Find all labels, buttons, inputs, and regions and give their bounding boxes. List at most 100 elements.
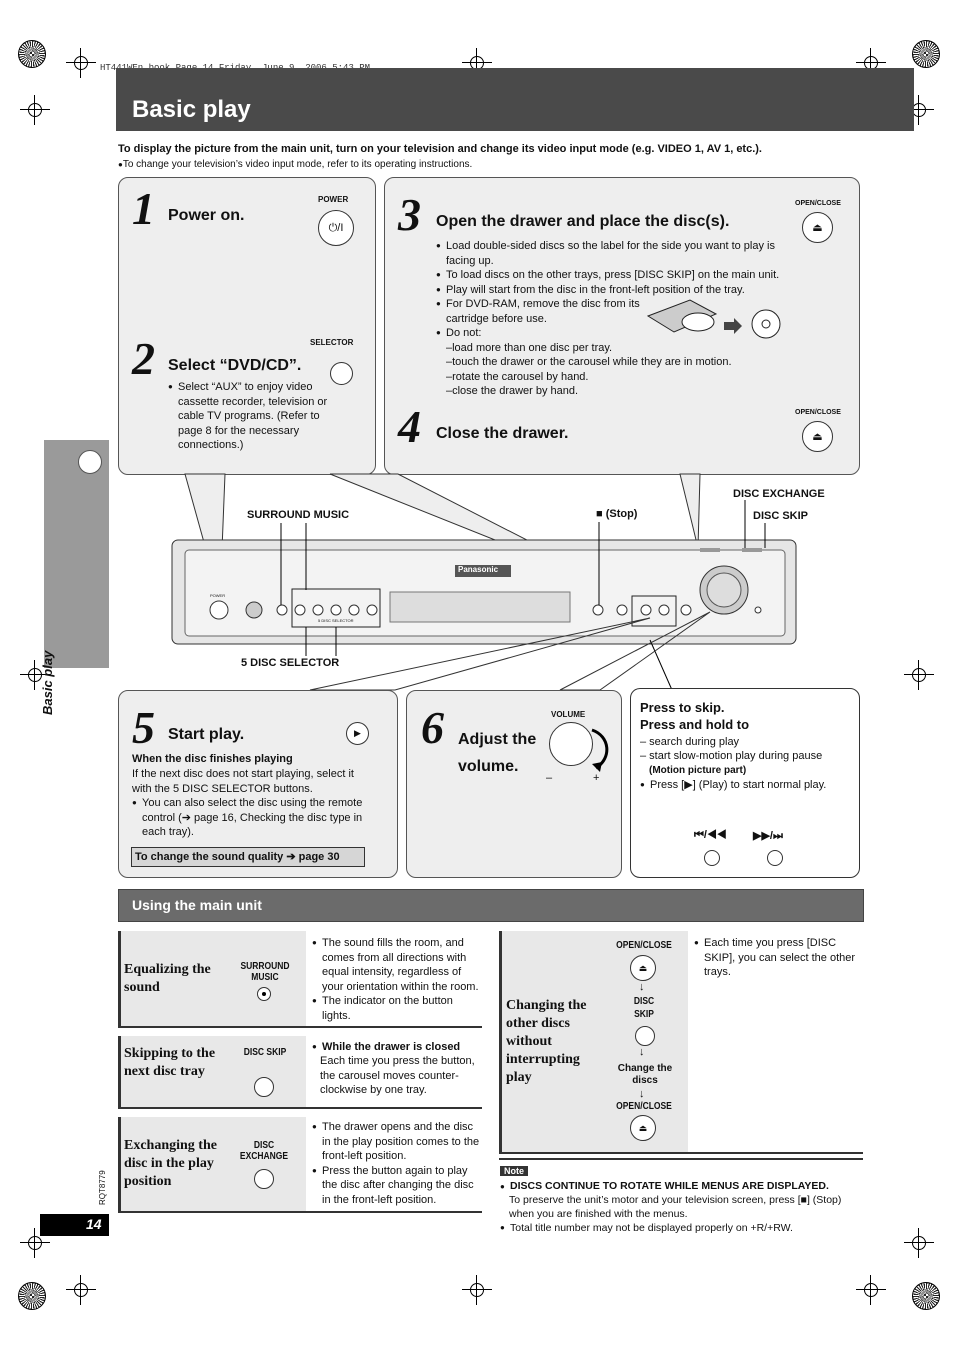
page-number-box: [40, 1214, 109, 1236]
registration-mark: [904, 660, 934, 690]
seq-label: OPEN/CLOSE: [616, 940, 672, 951]
dont-item: –touch the drawer or the carousel while …: [446, 356, 732, 368]
section-bar: [118, 889, 864, 922]
dont-item: –close the drawer by hand.: [446, 385, 579, 397]
open-close-label: OPEN/CLOSE: [795, 409, 841, 416]
skip-back-button[interactable]: [704, 850, 720, 866]
step-1-title: Power on.: [168, 207, 245, 224]
volume-knob[interactable]: [549, 722, 593, 766]
row-bullets: Each time you press [DISC SKIP], you can…: [694, 936, 862, 980]
step-2-bullet: Select “AUX” to enjoy video cassette rec…: [168, 380, 328, 453]
step-1-number: 1: [132, 183, 155, 234]
row-icon-label: SURROUND MUSIC: [240, 961, 290, 983]
step-6-title: Adjust the volume.: [458, 731, 537, 775]
row-text: Each time you press the button, the caro…: [320, 1055, 475, 1096]
note-rule: [499, 1158, 863, 1160]
row-border: [118, 1026, 482, 1028]
volume-label: VOLUME: [551, 710, 586, 719]
disc-icon: [78, 450, 102, 474]
disc-skip-button[interactable]: [254, 1077, 274, 1097]
registration-mark: [462, 1275, 492, 1305]
step-4-number: 4: [398, 401, 421, 452]
disc-skip-label: DISC SKIP: [753, 510, 809, 522]
open-close-button[interactable]: ⏏: [630, 955, 656, 981]
bullet: Do not:: [436, 326, 786, 341]
step-6-box: [406, 690, 622, 878]
row-border: [499, 1152, 863, 1154]
step-3-title: Open the drawer and place the disc(s).: [436, 213, 730, 230]
step-5-box: [118, 690, 398, 878]
step-3-number: 3: [398, 189, 421, 240]
page-number: 14: [86, 1216, 102, 1232]
note-bullets: DISCS CONTINUE TO ROTATE WHILE MENUS ARE…: [500, 1180, 870, 1194]
bullet: Play will start from the disc in the fro…: [436, 283, 786, 298]
surround-music-button[interactable]: [257, 987, 271, 1001]
row-title: Exchanging the disc in the play position: [124, 1138, 217, 1189]
row-title: Equalizing the sound: [124, 962, 211, 995]
stop-label: ■ (Stop): [596, 508, 638, 520]
corner-mark: [912, 40, 940, 68]
bullet: For DVD-RAM, remove the disc from its ca…: [436, 297, 646, 326]
corner-mark: [18, 1282, 46, 1310]
table-row: [118, 1117, 306, 1212]
corner-mark: [912, 1282, 940, 1310]
row-bullets: The sound fills the room, and comes from…: [312, 936, 482, 1023]
section-title: Using the main unit: [132, 897, 262, 913]
row-border: [118, 1107, 482, 1109]
skip-line1: Press to skip.: [640, 700, 725, 715]
table-row: [118, 1036, 306, 1108]
open-close-button[interactable]: ⏏: [802, 212, 833, 243]
sound-quality-box[interactable]: To change the sound quality ➔ page 30: [131, 847, 365, 867]
skip-item: – search during play: [640, 736, 740, 748]
skip-line2: Press and hold to: [640, 717, 750, 732]
header-bar: [116, 68, 914, 131]
row-border: [118, 1117, 121, 1212]
main-unit-illustration: [171, 473, 797, 691]
step-5-subtitle: When the disc finishes playing: [132, 753, 293, 765]
bullet: To load discs on the other trays, press …: [436, 268, 786, 283]
step-6-number: 6: [421, 702, 444, 753]
row-border: [118, 1036, 121, 1108]
row-icon-label: DISC EXCHANGE: [239, 1140, 289, 1162]
skip-item: – start slow-motion play during pause: [640, 750, 823, 762]
seq-label: Change the discs: [617, 1063, 673, 1086]
registration-mark: [66, 1275, 96, 1305]
open-close-button[interactable]: ⏏: [630, 1115, 656, 1141]
surround-music-label: SURROUND MUSIC: [247, 509, 350, 521]
5-disc-selector-label: 5 DISC SELECTOR: [241, 657, 340, 669]
disc-exchange-label: DISC EXCHANGE: [733, 488, 825, 500]
bullet: Load double-sided discs so the label for…: [436, 239, 786, 268]
skip-bullet: Press [▶] (Play) to start normal play.: [640, 778, 855, 793]
disc-skip-button[interactable]: [635, 1026, 655, 1046]
power-button[interactable]: ⏻/I: [318, 210, 354, 246]
step-2-title: Select “DVD/CD”.: [168, 357, 302, 374]
note-text: To preserve the unit’s motor and your te…: [509, 1194, 842, 1220]
dvd-ram-illustration: [646, 299, 781, 339]
step-4-title: Close the drawer.: [436, 425, 569, 442]
table-row: [118, 931, 306, 1027]
registration-mark: [20, 660, 50, 690]
volume-minus: –: [546, 772, 553, 784]
skip-forward-label: ▶▶/⏭: [753, 830, 783, 842]
row-border: [499, 931, 502, 1153]
selector-label: SELECTOR: [310, 338, 354, 347]
row-title: Changing the other discs without interru…: [506, 998, 587, 1085]
registration-mark: [904, 1228, 934, 1258]
arrow-down-icon: ↓: [639, 1046, 645, 1058]
disc-exchange-button[interactable]: [254, 1169, 274, 1189]
registration-mark: [20, 95, 50, 125]
panel-selector-label: 5 DISC SELECTOR: [318, 618, 354, 623]
open-close-button[interactable]: ⏏: [802, 421, 833, 452]
step-5-bullet: You can also select the disc using the r…: [132, 796, 370, 840]
page-title: Basic play: [132, 96, 251, 123]
row-border: [118, 931, 121, 1027]
skip-forward-button[interactable]: [767, 850, 783, 866]
intro-note: ●To change your television’s video input…: [118, 159, 473, 170]
step-2-number: 2: [132, 333, 155, 384]
step-5-title: Start play.: [168, 726, 245, 743]
skip-back-label: ⏮/◀◀: [694, 829, 727, 841]
play-button[interactable]: ▶: [346, 722, 369, 745]
note-bullets: Total title number may not be displayed …: [500, 1221, 870, 1236]
selector-button[interactable]: [330, 362, 353, 385]
registration-mark: [20, 1228, 50, 1258]
